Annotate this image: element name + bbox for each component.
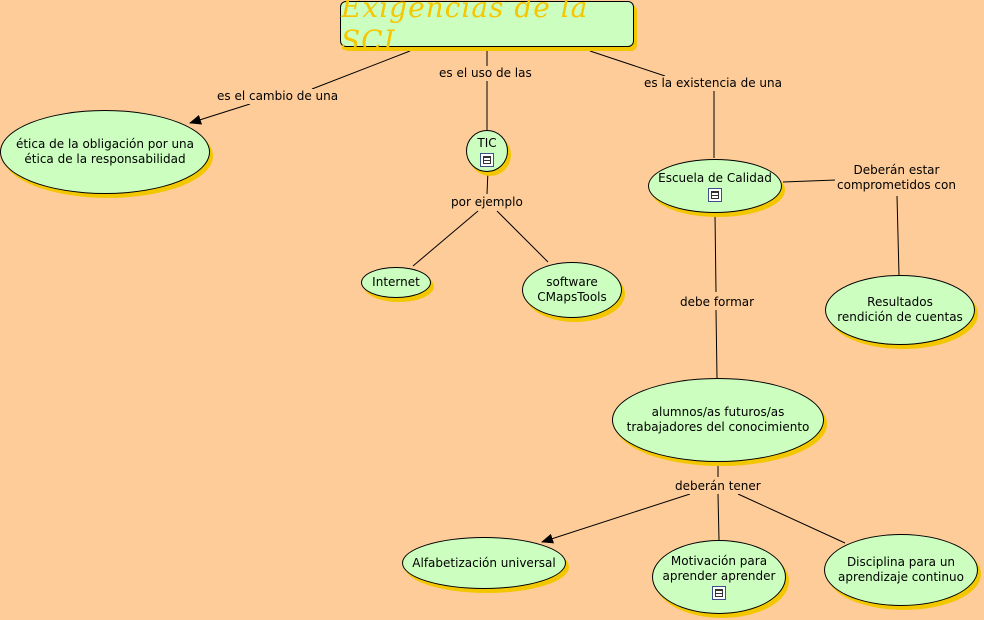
link-line (189, 103, 251, 125)
link-line (782, 179, 837, 183)
concept-software[interactable]: software CMapsTools (522, 262, 622, 318)
link-line (589, 50, 666, 77)
concept-label: software CMapsTools (537, 275, 607, 304)
link-line (496, 210, 549, 263)
concept-motivacion[interactable]: Motivación para aprender aprender (652, 540, 786, 614)
document-icon[interactable] (708, 187, 722, 202)
map-title: Exigencias de la SCI (340, 0, 634, 57)
link-phrase-ejemplo: por ejemplo (449, 195, 525, 210)
concept-label: TIC (477, 135, 497, 150)
concept-label: Motivación para aprender aprender (662, 554, 776, 583)
link-phrase-comprometidos: Deberán estar comprometidos con (835, 163, 958, 193)
link-phrase-tener: deberán tener (673, 479, 763, 494)
link-line (486, 169, 489, 195)
concept-etica[interactable]: ética de la obligación por una ética de … (0, 110, 210, 194)
link-phrase-cambio: es el cambio de una (215, 89, 341, 104)
concept-label: Disciplina para un aprendizaje continuo (838, 555, 964, 584)
link-line (714, 213, 717, 293)
document-icon[interactable] (712, 586, 726, 600)
concept-alumnos[interactable]: alumnos/as futuros/as trabajadores del c… (612, 378, 824, 462)
concept-label: ética de la obligación por una ética de … (15, 137, 195, 166)
concept-internet[interactable]: Internet (361, 267, 431, 298)
link-phrase-uso: es el uso de las (437, 66, 534, 81)
link-line (737, 493, 846, 544)
link-line (541, 493, 691, 544)
document-icon[interactable] (480, 152, 494, 167)
concept-resultados[interactable]: Resultados rendición de cuentas (825, 275, 975, 345)
concept-label: Alfabetización universal (412, 555, 556, 570)
concept-label: Escuela de Calidad (658, 170, 772, 185)
link-line (717, 493, 720, 541)
concept-label: alumnos/as futuros/as trabajadores del c… (626, 405, 810, 434)
concept-escuela[interactable]: Escuela de Calidad (648, 159, 782, 213)
concept-label: Internet (372, 275, 420, 289)
concept-tic[interactable]: TIC (466, 130, 508, 172)
concept-alfabetizacion[interactable]: Alfabetización universal (402, 537, 566, 589)
link-line (896, 195, 900, 276)
link-phrase-existencia: es la existencia de una (642, 76, 784, 91)
concept-label: Resultados rendición de cuentas (837, 295, 963, 324)
link-line (311, 50, 411, 90)
link-line (412, 210, 479, 267)
concept-disciplina[interactable]: Disciplina para un aprendizaje continuo (824, 534, 978, 606)
link-phrase-formar: debe formar (678, 295, 757, 310)
link-line (715, 309, 718, 379)
